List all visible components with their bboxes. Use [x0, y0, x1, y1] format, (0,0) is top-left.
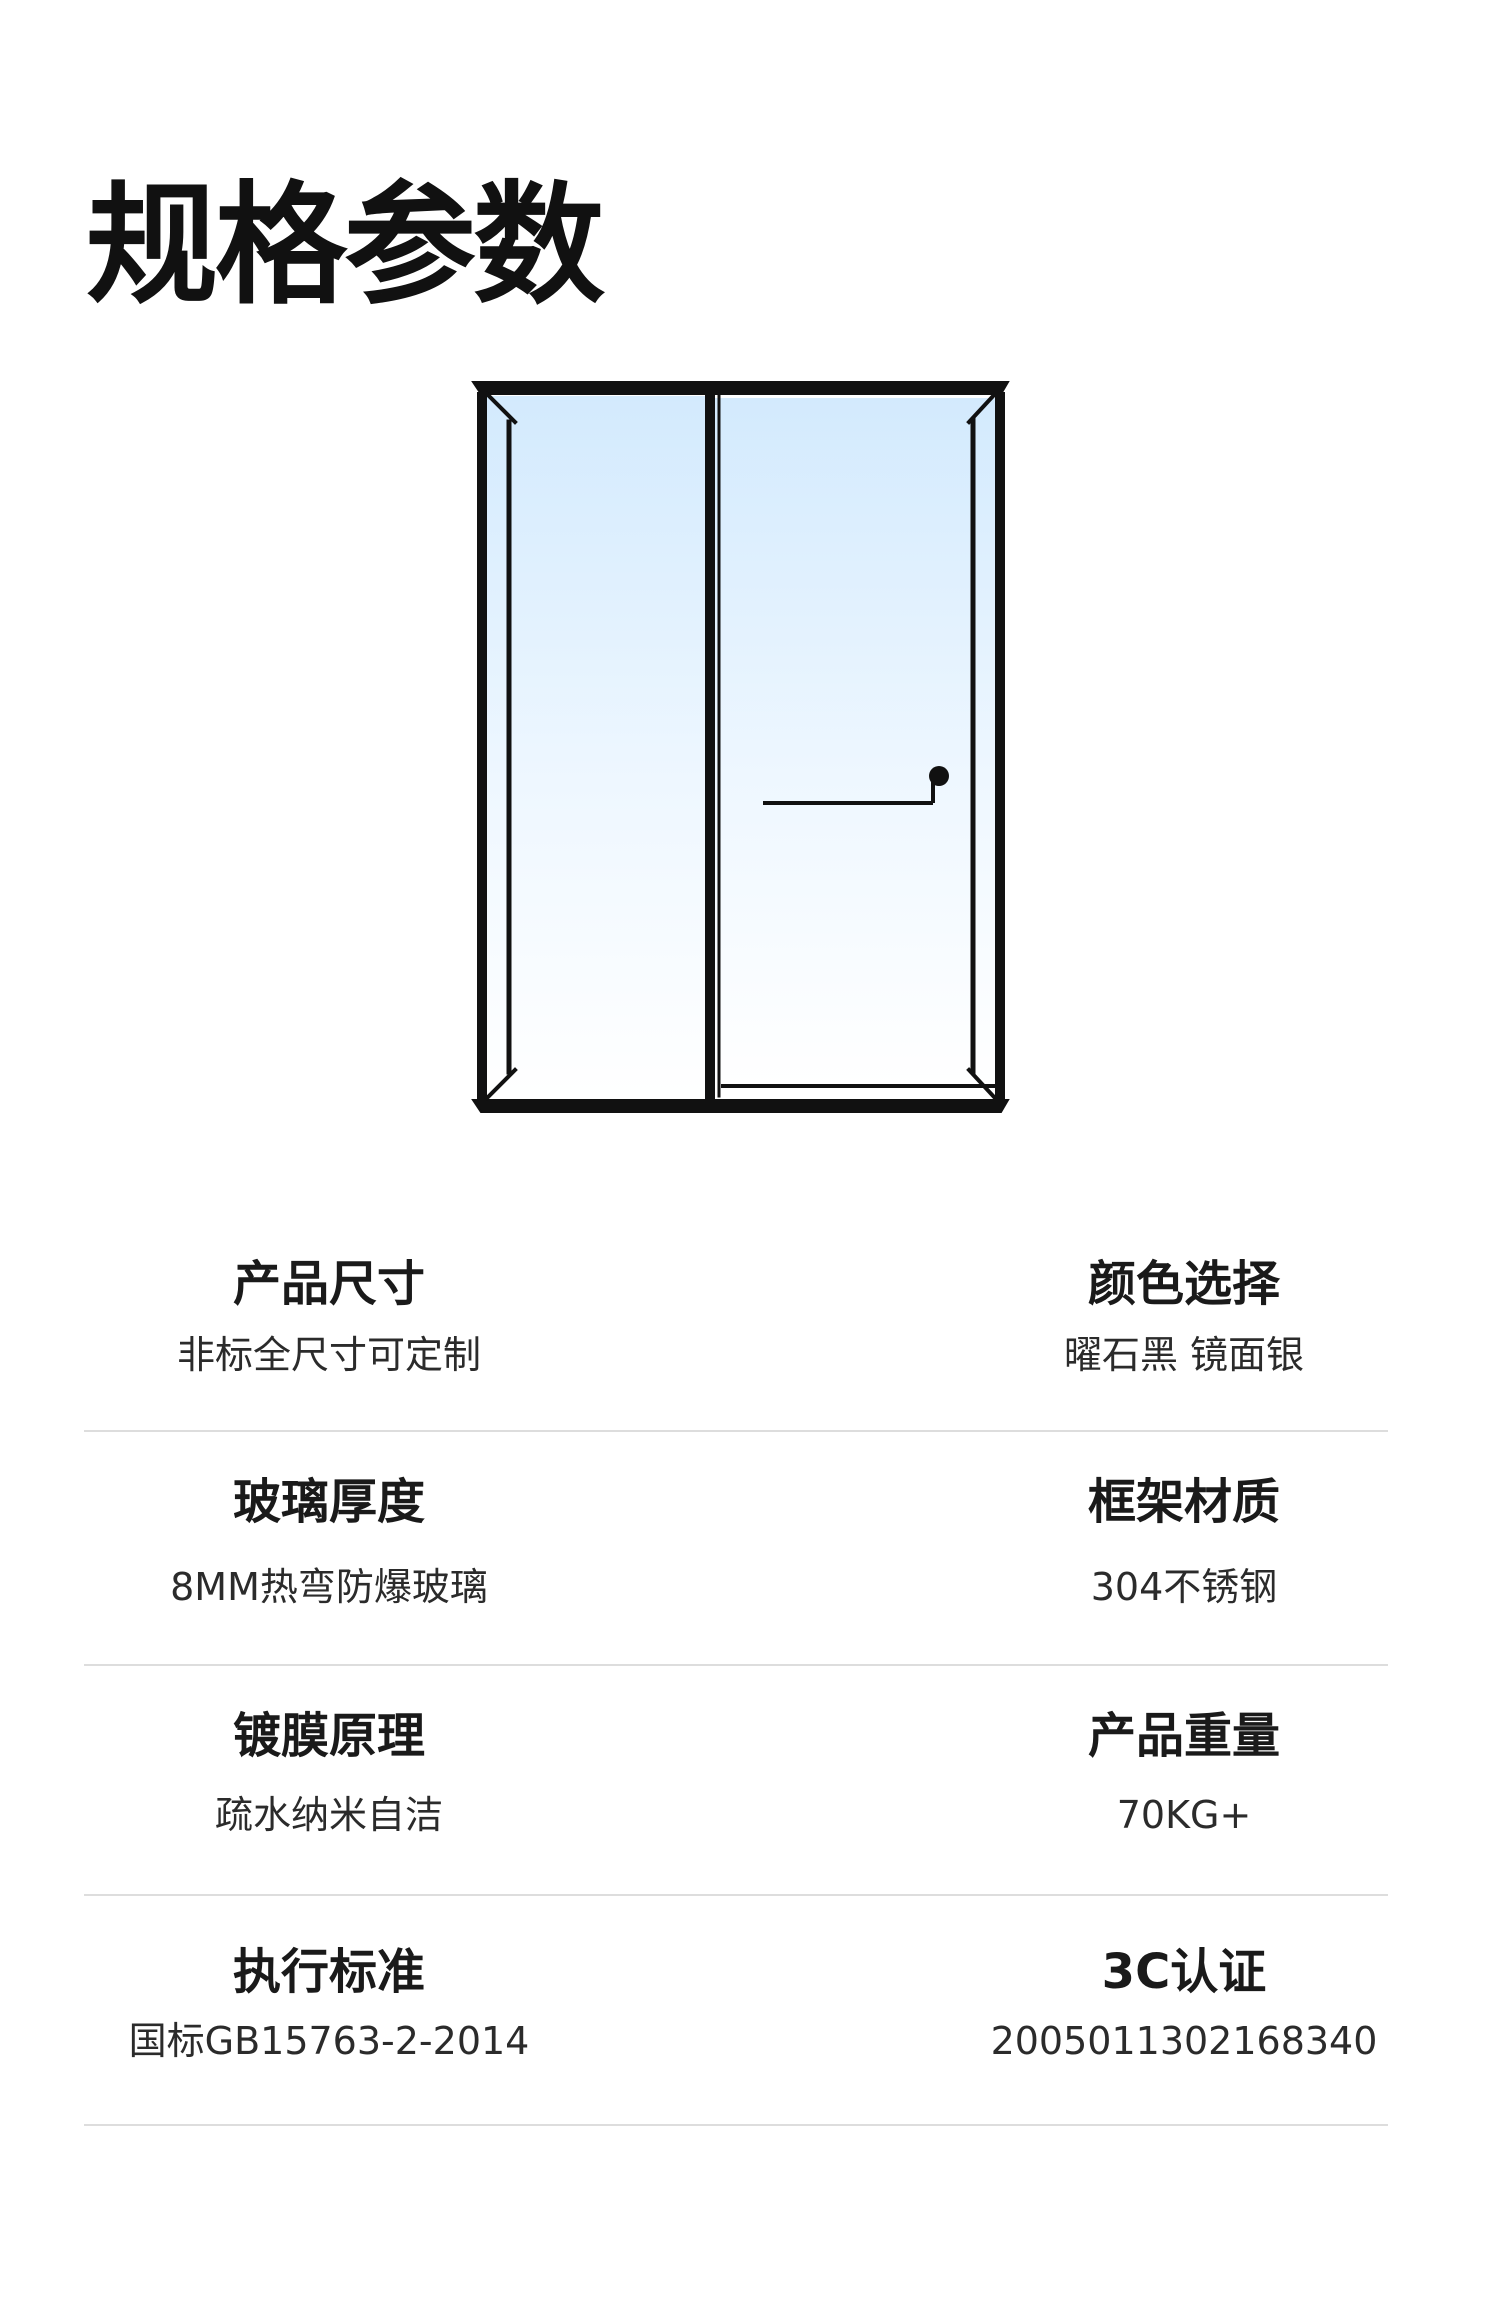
spec-value: 曜石黑 镜面银: [1063, 1333, 1305, 1377]
spec-row: 玻璃厚度 8MM热弯防爆玻璃 框架材质 304不锈钢: [84, 1432, 1388, 1666]
glass-panels: [487, 396, 995, 1098]
spec-label: 框架材质: [1087, 1474, 1280, 1530]
spec-item: 执行标准 国标GB15763-2-2014: [84, 1948, 574, 2060]
spec-value: 国标GB15763-2-2014: [128, 2019, 530, 2063]
spec-value: 304不锈钢: [1090, 1565, 1278, 1609]
spec-row: 产品尺寸 非标全尺寸可定制 颜色选择 曜石黑 镜面银: [84, 1220, 1388, 1432]
spec-label: 3C认证: [1101, 1944, 1267, 2000]
spec-label: 产品尺寸: [232, 1256, 425, 1312]
spec-label: 颜色选择: [1087, 1256, 1280, 1312]
spec-label: 玻璃厚度: [232, 1474, 425, 1530]
spec-item: 玻璃厚度 8MM热弯防爆玻璃: [84, 1478, 574, 1606]
spec-item: 镀膜原理 疏水纳米自洁: [84, 1712, 574, 1834]
spec-value: 非标全尺寸可定制: [176, 1333, 481, 1377]
spec-table: 产品尺寸 非标全尺寸可定制 颜色选择 曜石黑 镜面银 玻璃厚度 8MM热弯防爆玻…: [84, 1220, 1388, 2126]
spec-item: 产品尺寸 非标全尺寸可定制: [84, 1260, 574, 1374]
spec-value: 疏水纳米自洁: [214, 1793, 443, 1837]
door-handle: [763, 766, 949, 805]
spec-item: 颜色选择 曜石黑 镜面银: [844, 1260, 1500, 1374]
spec-value: 2005011302168340: [990, 2019, 1378, 2063]
shower-enclosure-image: [471, 381, 1010, 1113]
spec-value: 70KG+: [1116, 1793, 1252, 1837]
spec-label: 镀膜原理: [232, 1708, 425, 1764]
spec-row: 执行标准 国标GB15763-2-2014 3C认证 2005011302168…: [84, 1896, 1388, 2126]
spec-label: 产品重量: [1087, 1708, 1280, 1764]
spec-value: 8MM热弯防爆玻璃: [170, 1565, 488, 1609]
spec-item: 框架材质 304不锈钢: [844, 1478, 1500, 1606]
spec-label: 执行标准: [232, 1944, 425, 2000]
spec-row: 镀膜原理 疏水纳米自洁 产品重量 70KG+: [84, 1666, 1388, 1896]
frame: [471, 381, 1010, 1113]
page-title: 规格参数: [86, 169, 605, 323]
spec-item: 3C认证 2005011302168340: [844, 1948, 1500, 2060]
spec-item: 产品重量 70KG+: [844, 1712, 1500, 1834]
